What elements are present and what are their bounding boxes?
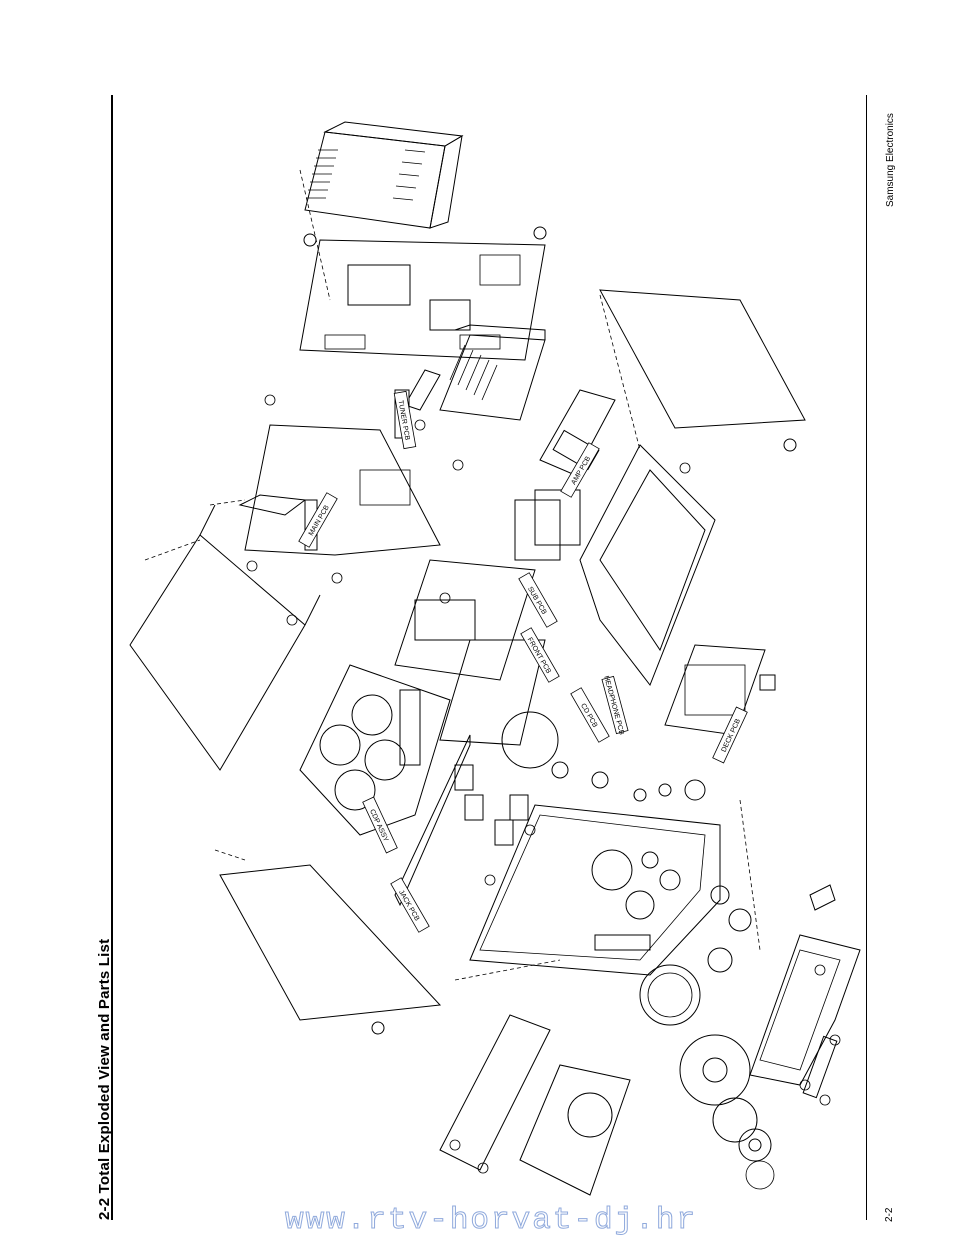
- deck-door-part: [749, 884, 861, 1099]
- pcb-label-jack: JACK PCB: [390, 877, 430, 933]
- screws-and-callouts: [144, 169, 761, 981]
- pcb-label-front: FRONT PCB: [520, 627, 560, 683]
- pcb-label-cdp: CDP ASSY: [362, 796, 398, 854]
- site-watermark: www.rtv-horvat-dj.hr: [284, 1203, 698, 1238]
- cd-changer-part: [299, 664, 451, 836]
- pcb-label-headphone: HEADPHONE PCB: [601, 675, 629, 736]
- front-pcb-part: [394, 734, 529, 907]
- pcb-label-cd: CD PCB: [570, 687, 610, 743]
- deck-mechanism-part: [664, 644, 776, 736]
- right-margin-rule: [866, 95, 868, 1220]
- pcb-label-amp: AMP PCB: [560, 442, 600, 498]
- cd-tray-gear-part: [639, 964, 775, 1190]
- amp-heatsink-part: [439, 324, 616, 476]
- sub-pcb-part: [394, 559, 559, 769]
- left-margin-rule: [111, 95, 113, 1220]
- chassis-base-part: [514, 444, 716, 687]
- knobs-and-buttons-part: [551, 761, 752, 973]
- rear-cabinet-part: [303, 121, 464, 247]
- rear-panel-part: [299, 226, 547, 361]
- pcb-label-deck: DECK PCB: [712, 706, 748, 764]
- top-cover-part: [129, 504, 321, 771]
- pcb-label-sub: SUB PCB: [518, 572, 558, 628]
- callout-circles: [246, 394, 841, 1174]
- left-side-panel-part: [219, 864, 442, 1035]
- right-side-panel-part: [599, 289, 806, 452]
- front-door-part: [439, 1014, 631, 1196]
- front-panel-part: [469, 804, 721, 976]
